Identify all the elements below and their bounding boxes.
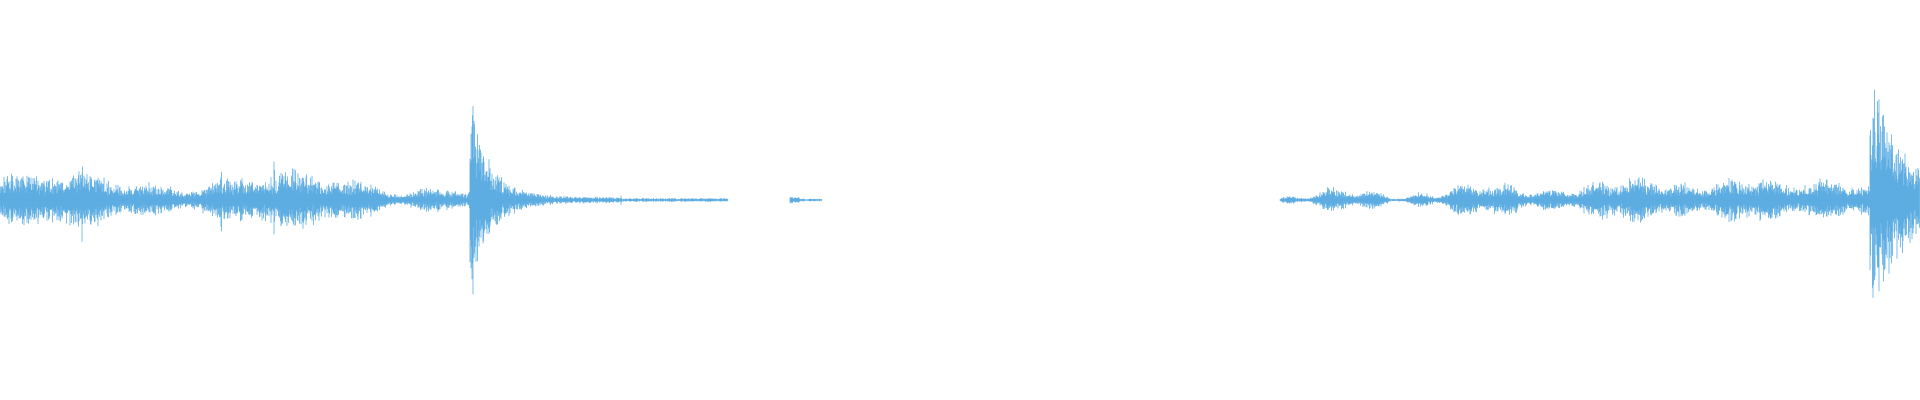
waveform-segment-2 bbox=[789, 196, 822, 204]
waveform-segment-1 bbox=[0, 106, 728, 295]
waveform-trace-3 bbox=[1279, 89, 1920, 298]
waveform-segment-3 bbox=[1279, 89, 1920, 298]
